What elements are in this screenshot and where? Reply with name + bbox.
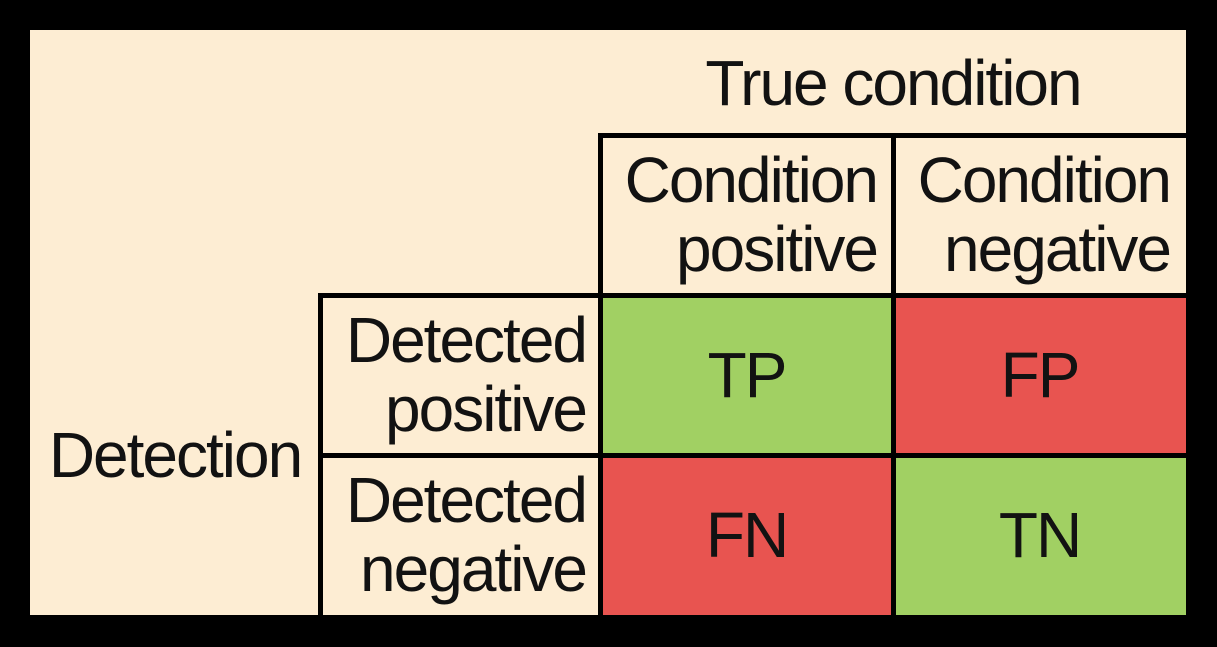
- cell-true-positive: TP: [600, 295, 893, 455]
- cell-false-positive-label: FP: [1000, 339, 1081, 411]
- cell-true-positive-label: TP: [707, 339, 788, 411]
- row-header-detected-positive: Detected positive: [345, 304, 588, 445]
- cell-false-positive: FP: [893, 295, 1186, 455]
- row-axis-title: Detection: [48, 419, 303, 491]
- column-axis-title: True condition: [705, 46, 1082, 119]
- cell-false-negative-label: FN: [705, 499, 789, 571]
- grid-line-row-header-left: [318, 293, 323, 615]
- column-header-condition-positive: Condition positive: [624, 144, 879, 285]
- grid-line-row-divider-top: [318, 293, 1186, 298]
- row-header-detected-negative: Detected negative: [345, 464, 588, 605]
- grid-line-column-divider-middle: [891, 133, 896, 615]
- cell-true-negative: TN: [893, 455, 1186, 615]
- grid-line-row-divider-middle: [318, 453, 1186, 458]
- grid-line-column-divider-left: [598, 133, 603, 615]
- cell-false-negative: FN: [600, 455, 893, 615]
- column-header-condition-negative: Condition negative: [917, 144, 1172, 285]
- cell-true-negative-label: TN: [998, 499, 1082, 571]
